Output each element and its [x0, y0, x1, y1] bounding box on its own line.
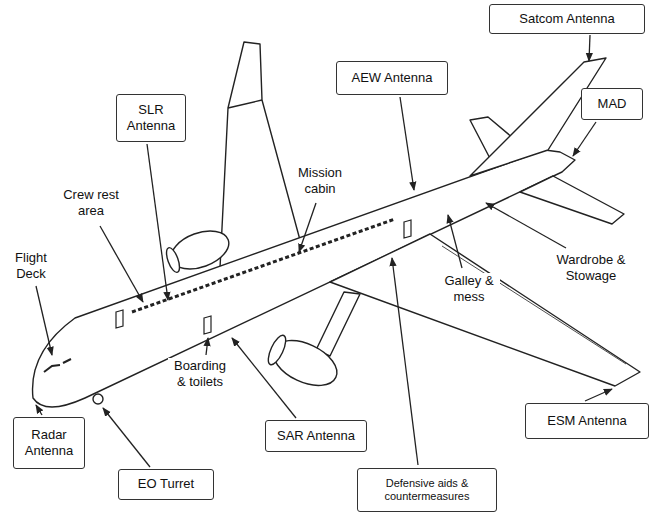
leader-line — [392, 258, 418, 465]
near-stabiliser — [520, 176, 624, 224]
callout-box: SAR Antenna — [265, 420, 367, 452]
callout-text: AEW Antenna — [352, 70, 433, 86]
winglet-joint — [228, 100, 262, 108]
cockpit-windows — [44, 359, 71, 372]
leader-line — [100, 226, 143, 302]
callout-box: Defensive aids & countermeasures — [357, 468, 497, 512]
callout-text: Satcom Antenna — [519, 11, 614, 27]
far-engine-inlet — [164, 246, 182, 274]
callout-text: MAD — [598, 96, 627, 112]
fuselage — [33, 150, 575, 407]
cabin-windows — [132, 219, 395, 312]
leader-line — [299, 203, 316, 252]
part-label: Flight Deck — [6, 250, 56, 281]
far-wing — [220, 42, 300, 268]
callout-box: ESM Antenna — [525, 403, 649, 439]
leader-line — [103, 408, 150, 467]
near-wing — [330, 234, 640, 386]
part-label: Crew rest area — [58, 187, 124, 218]
leader-line — [36, 405, 42, 415]
leader-line — [232, 338, 296, 418]
callout-box: EO Turret — [118, 469, 214, 500]
leader-line — [400, 97, 414, 190]
leader-line — [486, 203, 566, 248]
leader-line — [589, 35, 590, 61]
callout-text: SAR Antenna — [277, 428, 355, 444]
near-engine-inlet — [265, 333, 289, 367]
callout-text: SLR Antenna — [124, 102, 178, 133]
callout-text: Radar Antenna — [21, 427, 77, 458]
eo-turret — [93, 394, 103, 404]
engine-pylon — [316, 292, 360, 356]
leader-line — [448, 215, 462, 268]
callout-box: SLR Antenna — [116, 94, 186, 142]
part-label: Galley & mess — [438, 273, 500, 304]
leader-line — [573, 122, 596, 156]
door — [204, 316, 211, 334]
callout-box: AEW Antenna — [336, 61, 448, 95]
door — [116, 310, 123, 328]
leader-line — [147, 144, 168, 300]
leader-line — [585, 389, 612, 401]
part-label: Boarding & toilets — [168, 358, 232, 389]
callout-text: ESM Antenna — [547, 413, 627, 429]
door — [404, 220, 411, 238]
callout-box: Satcom Antenna — [489, 4, 645, 34]
callout-box: MAD — [581, 88, 643, 120]
part-label: Mission cabin — [290, 165, 350, 196]
part-label: Wardrobe & Stowage — [549, 252, 633, 283]
leader-line — [36, 286, 52, 355]
callout-text: EO Turret — [138, 476, 194, 492]
leader-line — [206, 338, 208, 355]
callout-box: Radar Antenna — [13, 417, 85, 469]
callout-text: Defensive aids & countermeasures — [365, 477, 489, 503]
